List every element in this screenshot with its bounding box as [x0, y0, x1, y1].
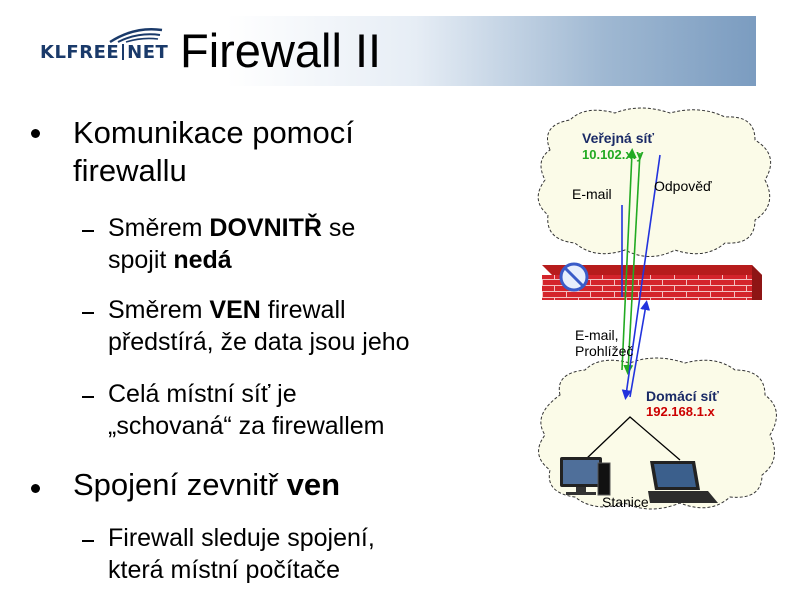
email-browser-label: E-mail, Prohlížeč — [575, 327, 633, 359]
text: předstírá, že data jsou jeho — [108, 328, 410, 356]
text: E-mail, — [575, 327, 619, 343]
bullet-2: Spojení zevnitř ven — [73, 466, 340, 504]
bullet-dot — [31, 129, 40, 138]
laptop-icon — [648, 461, 718, 503]
text: Směrem — [108, 296, 210, 324]
wifi-arcs-icon — [109, 28, 163, 44]
text: Celá místní síť je — [108, 380, 297, 408]
diagram-graphics — [537, 107, 777, 510]
reply-label: Odpověď — [654, 178, 712, 194]
home-network-label: Domácí síť — [646, 388, 719, 404]
home-network-links — [584, 416, 681, 461]
sub-bullet-dash — [82, 312, 94, 314]
home-network-ip: 192.168.1.x — [646, 404, 715, 419]
text-bold: nedá — [173, 246, 232, 274]
bullet-1: Komunikace pomocí firewallu — [73, 114, 354, 190]
network-diagram: Veřejná síť 10.102.x.y E-mail Odpověď E-… — [530, 105, 790, 535]
sub-bullet-dash — [82, 230, 94, 232]
sub-bullet-1: Směrem DOVNITŘ se spojit nedá — [108, 212, 355, 276]
text: „schovaná“ za firewallem — [108, 412, 385, 440]
text: Prohlížeč — [575, 343, 634, 359]
text: Spojení zevnitř — [73, 467, 287, 502]
reply-blue-arrow — [621, 154, 661, 400]
public-network-label: Veřejná síť — [582, 130, 655, 146]
public-network-cloud — [537, 107, 772, 257]
outgoing-blue-arrow — [629, 300, 651, 398]
logo-part2: NET — [127, 42, 169, 63]
bullet-1-line2: firewallu — [73, 153, 187, 188]
outgoing-green-arrow — [621, 148, 637, 371]
text: spojit — [108, 246, 174, 274]
bullet-dot — [31, 484, 40, 493]
header-band — [0, 16, 756, 86]
bullet-1-line1: Komunikace pomocí — [73, 115, 354, 150]
text-bold: ven — [286, 467, 341, 502]
text: Firewall sleduje spojení, — [108, 524, 375, 552]
klfree-logo: KLFREE NET — [40, 24, 180, 74]
sub-bullet-dash — [82, 540, 94, 542]
text: která místní počítače — [108, 556, 341, 584]
text-bold: DOVNITŘ — [209, 214, 322, 242]
text: firewall — [260, 296, 346, 324]
no-entry-icon — [559, 262, 589, 292]
sub-bullet-3: Celá místní síť je „schovaná“ za firewal… — [108, 378, 385, 442]
text: Směrem — [108, 214, 210, 242]
sub-bullet-dash — [82, 396, 94, 398]
email-label: E-mail — [572, 186, 612, 202]
reply-green-arrow — [623, 152, 641, 375]
public-network-ip: 10.102.x.y — [582, 147, 644, 162]
logo-separator — [122, 44, 125, 60]
text-bold: VEN — [209, 296, 261, 324]
text: se — [321, 214, 356, 242]
sub-bullet-2: Směrem VEN firewall předstírá, že data j… — [108, 294, 410, 358]
stations-label: Stanice — [602, 494, 649, 510]
sub-bullet-4: Firewall sleduje spojení, která místní p… — [108, 522, 375, 586]
logo-part1: KLFREE — [40, 42, 120, 63]
desktop-computer-icon — [560, 457, 611, 496]
page-title: Firewall II — [180, 24, 382, 77]
